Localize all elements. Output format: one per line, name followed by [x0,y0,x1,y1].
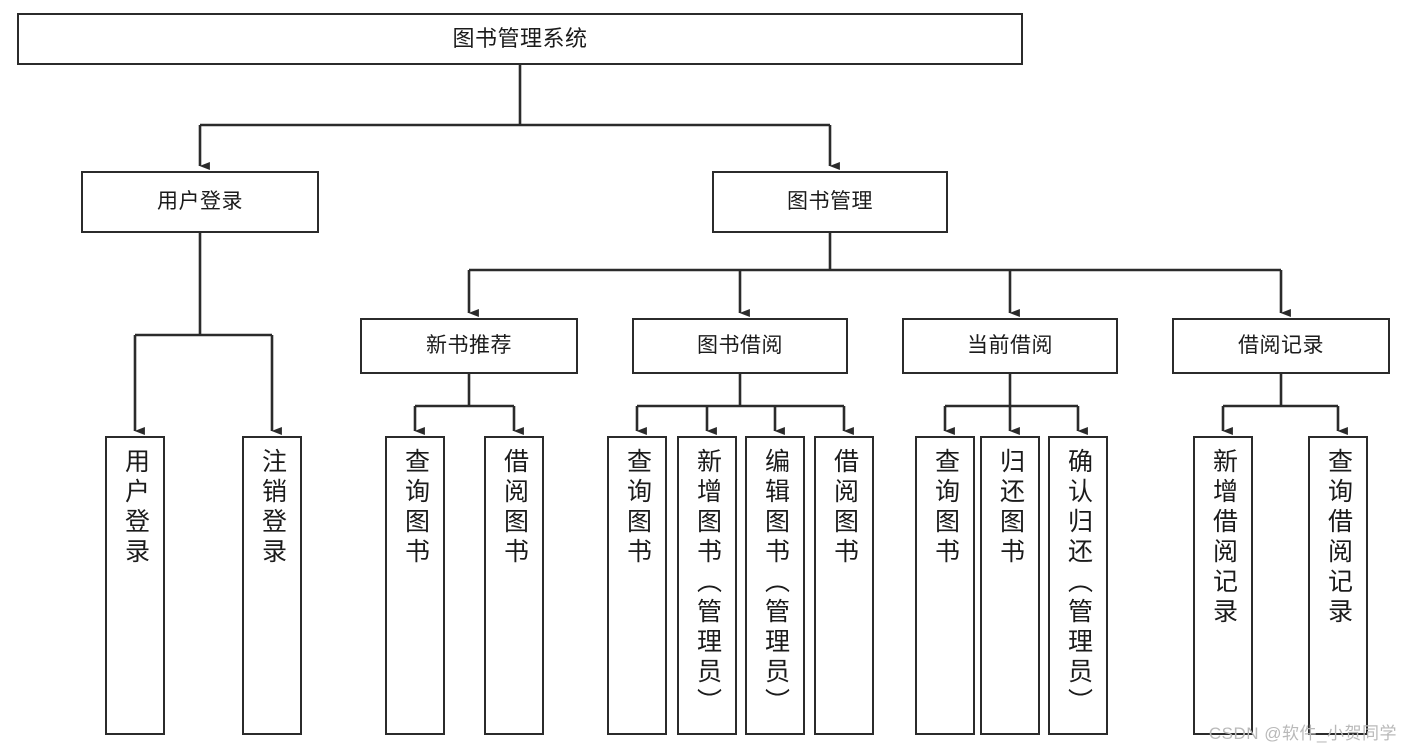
node-user-logout-label: 注销登录 [258,448,287,568]
node-bb-query-book[interactable]: 查询图书 [607,436,667,735]
node-borrow-record-label: 借阅记录 [1238,333,1324,357]
node-br-query-record[interactable]: 查询借阅记录 [1308,436,1368,735]
node-user-login-do-label: 用户登录 [121,448,150,568]
node-br-add-record[interactable]: 新增借阅记录 [1193,436,1253,735]
node-new-book-rec-label: 新书推荐 [426,333,512,357]
node-rec-query-book-label: 查询图书 [401,448,430,568]
node-root[interactable]: 图书管理系统 [17,13,1023,65]
node-user-login[interactable]: 用户登录 [81,171,319,233]
node-bb-add-book-label: 新增图书（管理员） [693,448,722,718]
node-rec-borrow-book-label: 借阅图书 [500,448,529,568]
node-bb-edit-book[interactable]: 编辑图书（管理员） [745,436,805,735]
node-cb-confirm-return[interactable]: 确认归还（管理员） [1048,436,1108,735]
node-bb-borrow-book-label: 借阅图书 [830,448,859,568]
node-rec-borrow-book[interactable]: 借阅图书 [484,436,544,735]
node-user-login-label: 用户登录 [157,189,243,213]
node-current-borrow-label: 当前借阅 [967,333,1053,357]
node-br-add-record-label: 新增借阅记录 [1209,448,1238,628]
node-book-manage[interactable]: 图书管理 [712,171,948,233]
node-root-label: 图书管理系统 [452,26,588,52]
node-new-book-rec[interactable]: 新书推荐 [360,318,578,374]
node-bb-edit-book-label: 编辑图书（管理员） [761,448,790,718]
node-bb-query-book-label: 查询图书 [623,448,652,568]
node-user-logout[interactable]: 注销登录 [242,436,302,735]
node-rec-query-book[interactable]: 查询图书 [385,436,445,735]
node-book-borrow[interactable]: 图书借阅 [632,318,848,374]
node-book-borrow-label: 图书借阅 [697,333,783,357]
node-cb-confirm-return-label: 确认归还（管理员） [1064,448,1093,718]
node-bb-add-book[interactable]: 新增图书（管理员） [677,436,737,735]
node-bb-borrow-book[interactable]: 借阅图书 [814,436,874,735]
node-br-query-record-label: 查询借阅记录 [1324,448,1353,628]
node-cb-return-book-label: 归还图书 [996,448,1025,568]
node-book-manage-label: 图书管理 [787,189,873,213]
watermark: CSDN @软件_小贺同学 [1208,724,1397,743]
node-cb-query-book[interactable]: 查询图书 [915,436,975,735]
node-current-borrow[interactable]: 当前借阅 [902,318,1118,374]
node-user-login-do[interactable]: 用户登录 [105,436,165,735]
node-cb-return-book[interactable]: 归还图书 [980,436,1040,735]
node-borrow-record[interactable]: 借阅记录 [1172,318,1390,374]
node-cb-query-book-label: 查询图书 [931,448,960,568]
